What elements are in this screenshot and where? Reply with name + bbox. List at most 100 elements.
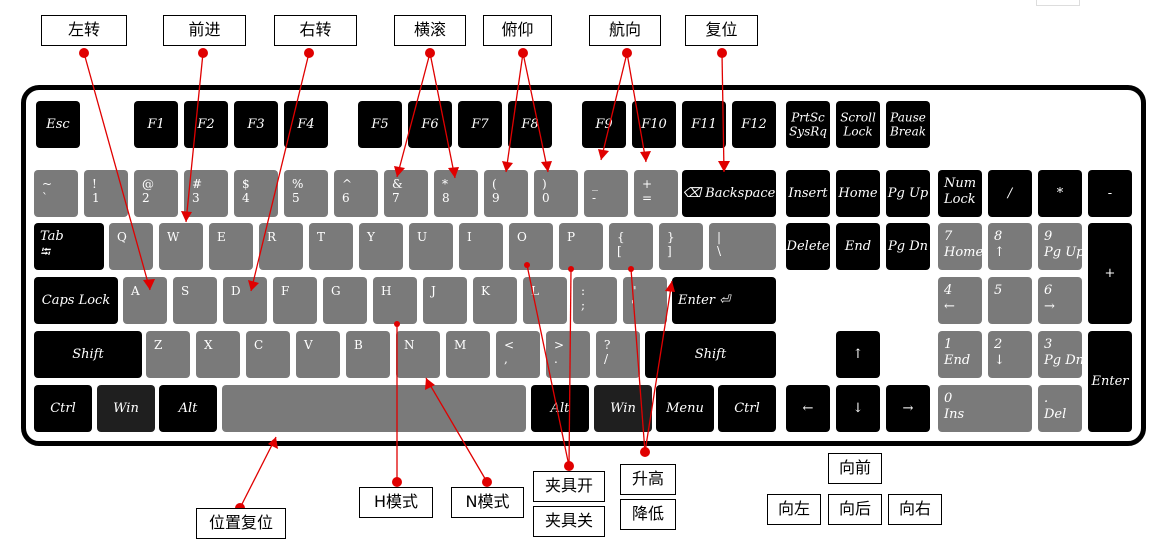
key-home[interactable]: Home: [836, 170, 880, 217]
key-e[interactable]: E: [209, 223, 253, 270]
key-quote[interactable]: " ': [623, 277, 667, 324]
key-n[interactable]: N: [396, 331, 440, 378]
key-c[interactable]: C: [246, 331, 290, 378]
key-j[interactable]: J: [423, 277, 467, 324]
key-right-win[interactable]: Win: [594, 385, 652, 432]
key-pause[interactable]: Pause Break: [886, 101, 930, 148]
key-u[interactable]: U: [409, 223, 453, 270]
key-space[interactable]: [222, 385, 526, 432]
key-equal[interactable]: + =: [634, 170, 678, 217]
key-lbracket[interactable]: { [: [609, 223, 653, 270]
key-r[interactable]: R: [259, 223, 303, 270]
key-delete[interactable]: Delete: [786, 223, 830, 270]
key-kp-add[interactable]: +: [1088, 223, 1132, 324]
key-pgdn[interactable]: Pg Dn: [886, 223, 930, 270]
key-comma[interactable]: < ,: [496, 331, 540, 378]
key-f6[interactable]: F6: [408, 101, 452, 148]
key-enter[interactable]: Enter ⏎: [672, 277, 776, 324]
key-6[interactable]: ^ 6: [334, 170, 378, 217]
key-kp1[interactable]: 1 End: [938, 331, 982, 378]
key-kp6[interactable]: 6 →: [1038, 277, 1082, 324]
key-5[interactable]: % 5: [284, 170, 328, 217]
key-f[interactable]: F: [273, 277, 317, 324]
key-kp7[interactable]: 7 Home: [938, 223, 982, 270]
key-b[interactable]: B: [346, 331, 390, 378]
key-1[interactable]: ! 1: [84, 170, 128, 217]
key-w[interactable]: W: [159, 223, 203, 270]
key-kp5[interactable]: 5: [988, 277, 1032, 324]
key-i[interactable]: I: [459, 223, 503, 270]
key-f2[interactable]: F2: [184, 101, 228, 148]
key-0[interactable]: ) 0: [534, 170, 578, 217]
key-t[interactable]: T: [309, 223, 353, 270]
key-left-ctrl[interactable]: Ctrl: [34, 385, 92, 432]
key-right-alt[interactable]: Alt: [531, 385, 589, 432]
key-m[interactable]: M: [446, 331, 490, 378]
key-menu[interactable]: Menu: [656, 385, 714, 432]
key-rbracket[interactable]: } ]: [659, 223, 703, 270]
key-numlock[interactable]: Num Lock: [938, 170, 982, 217]
key-y[interactable]: Y: [359, 223, 403, 270]
key-f5[interactable]: F5: [358, 101, 402, 148]
key-o[interactable]: O: [509, 223, 553, 270]
key-tab[interactable]: Tab ⭾: [34, 223, 104, 270]
key-right-arrow[interactable]: →: [886, 385, 930, 432]
key-7[interactable]: & 7: [384, 170, 428, 217]
key-kp-enter[interactable]: Enter: [1088, 331, 1132, 432]
key-f1[interactable]: F1: [134, 101, 178, 148]
key-backslash[interactable]: | \: [709, 223, 776, 270]
key-semicolon[interactable]: : ;: [573, 277, 617, 324]
key-v[interactable]: V: [296, 331, 340, 378]
key-kp9[interactable]: 9 Pg Up: [1038, 223, 1082, 270]
key-right-ctrl[interactable]: Ctrl: [718, 385, 776, 432]
key-kp8[interactable]: 8 ↑: [988, 223, 1032, 270]
key-f10[interactable]: F10: [632, 101, 676, 148]
key-period[interactable]: > .: [546, 331, 590, 378]
key-slash[interactable]: ? /: [596, 331, 640, 378]
key-s[interactable]: S: [173, 277, 217, 324]
key-backspace[interactable]: ⌫ Backspace: [682, 170, 776, 217]
key-kp3[interactable]: 3 Pg Dn: [1038, 331, 1082, 378]
key-l[interactable]: L: [523, 277, 567, 324]
key-f11[interactable]: F11: [682, 101, 726, 148]
key-3[interactable]: # 3: [184, 170, 228, 217]
key-8[interactable]: * 8: [434, 170, 478, 217]
key-4[interactable]: $ 4: [234, 170, 278, 217]
key-p[interactable]: P: [559, 223, 603, 270]
key-esc[interactable]: Esc: [36, 101, 80, 148]
key-left-alt[interactable]: Alt: [159, 385, 217, 432]
key-up[interactable]: ↑: [836, 331, 880, 378]
key-kp4[interactable]: 4 ←: [938, 277, 982, 324]
key-g[interactable]: G: [323, 277, 367, 324]
key-f3[interactable]: F3: [234, 101, 278, 148]
key-kp-multiply[interactable]: *: [1038, 170, 1082, 217]
key-kp-divide[interactable]: /: [988, 170, 1032, 217]
key-x[interactable]: X: [196, 331, 240, 378]
key-f7[interactable]: F7: [458, 101, 502, 148]
key-down-arrow[interactable]: ↓: [836, 385, 880, 432]
key-d[interactable]: D: [223, 277, 267, 324]
key-prtsc[interactable]: PrtSc SysRq: [786, 101, 830, 148]
key-a[interactable]: A: [123, 277, 167, 324]
key-left-shift[interactable]: Shift: [34, 331, 142, 378]
key-q[interactable]: Q: [109, 223, 153, 270]
key-minus[interactable]: _ -: [584, 170, 628, 217]
key-2[interactable]: @ 2: [134, 170, 178, 217]
key-kp-subtract[interactable]: -: [1088, 170, 1132, 217]
key-insert[interactable]: Insert: [786, 170, 830, 217]
key-tilde[interactable]: ~ `: [34, 170, 78, 217]
key-kp-dot[interactable]: . Del: [1038, 385, 1082, 432]
key-pgup[interactable]: Pg Up: [886, 170, 930, 217]
key-end[interactable]: End: [836, 223, 880, 270]
key-kp0[interactable]: 0 Ins: [938, 385, 1032, 432]
key-z[interactable]: Z: [146, 331, 190, 378]
key-kp2[interactable]: 2 ↓: [988, 331, 1032, 378]
key-f9[interactable]: F9: [582, 101, 626, 148]
key-left-win[interactable]: Win: [97, 385, 155, 432]
key-right-shift[interactable]: Shift: [645, 331, 776, 378]
key-scroll-lock[interactable]: Scroll Lock: [836, 101, 880, 148]
key-left-arrow[interactable]: ←: [786, 385, 830, 432]
key-k[interactable]: K: [473, 277, 517, 324]
key-f4[interactable]: F4: [284, 101, 328, 148]
key-h[interactable]: H: [373, 277, 417, 324]
